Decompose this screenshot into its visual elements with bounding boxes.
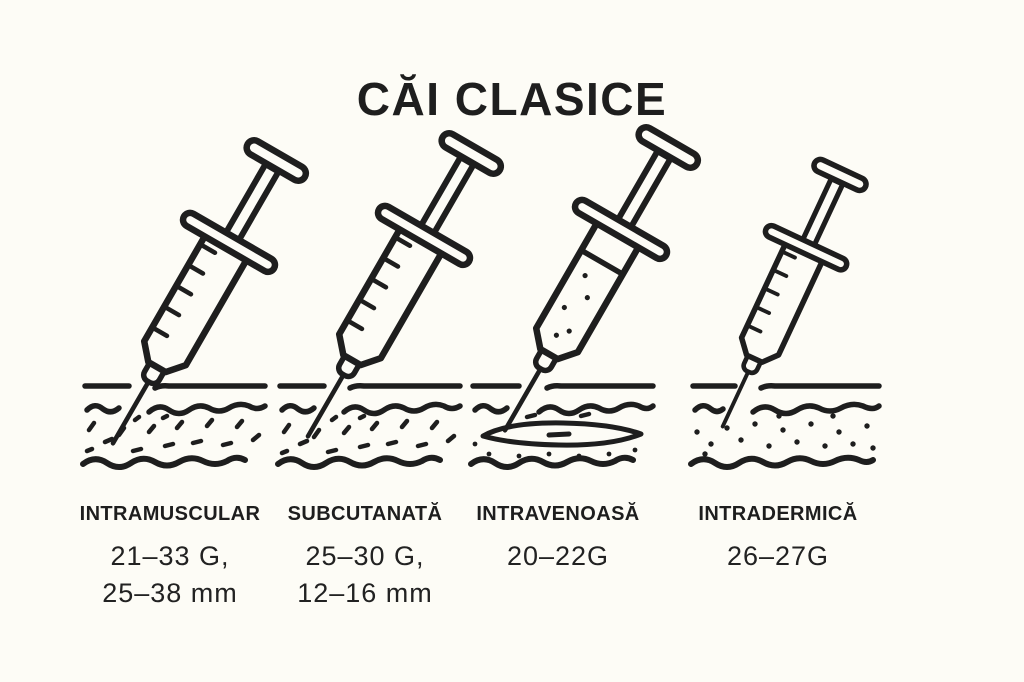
route-illustration [265, 138, 515, 470]
route-column-intramuscular: INTRAMUSCULAR 21–33 G, 25–38 mm [70, 138, 320, 638]
gauge-range: 21–33 G, [110, 541, 230, 571]
route-caption: SUBCUTANATĂ 25–30 G, 12–16 mm [265, 503, 465, 612]
route-spec: 21–33 G, 25–38 mm [70, 538, 270, 612]
route-name: INTRAMUSCULAR [79, 503, 261, 525]
route-spec: 26–27G [678, 538, 878, 575]
needle-length-range: 25–38 mm [102, 578, 238, 608]
route-illustration [678, 138, 928, 470]
route-column-intravenoasa: INTRAVENOASĂ 20–22G [458, 138, 708, 638]
skin-layers-icon [688, 383, 882, 470]
route-name: INTRAVENOASĂ [476, 503, 640, 525]
skin-layers-icon [80, 383, 268, 470]
route-spec: 20–22G [458, 538, 658, 575]
route-column-subcutanata: SUBCUTANATĂ 25–30 G, 12–16 mm [265, 138, 515, 638]
route-name: SUBCUTANATĂ [287, 503, 443, 525]
gauge-range: 25–30 G, [305, 541, 425, 571]
route-caption: INTRAMUSCULAR 21–33 G, 25–38 mm [70, 503, 270, 612]
gauge-range: 26–27G [726, 541, 830, 571]
page-title: CĂI CLASICE [356, 73, 668, 125]
skin-layers-icon [275, 383, 463, 470]
gauge-range: 20–22G [506, 541, 610, 571]
route-caption: INTRADERMICĂ 26–27G [678, 503, 878, 575]
syringe-icon [683, 150, 883, 445]
route-spec: 25–30 G, 12–16 mm [265, 538, 465, 612]
skin-layers-icon [468, 383, 656, 470]
needle-length-range: 12–16 mm [297, 578, 433, 608]
route-illustration [70, 138, 320, 483]
route-caption: INTRAVENOASĂ 20–22G [458, 503, 658, 575]
route-name: INTRADERMICĂ [698, 503, 858, 525]
route-column-intradermica: INTRADERMICĂ 26–27G [678, 138, 928, 638]
route-illustration [458, 138, 708, 470]
